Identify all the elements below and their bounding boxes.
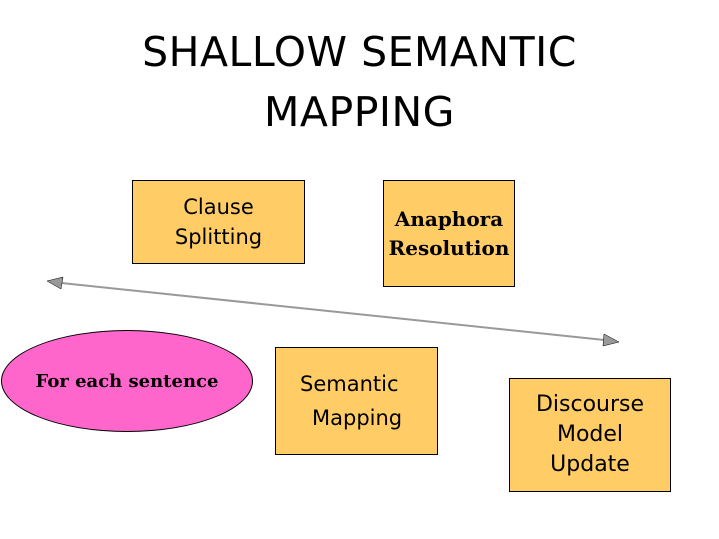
title-line-1: SHALLOW SEMANTIC bbox=[142, 28, 577, 76]
discourse-line-3: Update bbox=[550, 452, 630, 477]
arrow-head-left bbox=[46, 276, 64, 290]
clause-splitting-line-2: Splitting bbox=[174, 225, 263, 249]
title-line-2: MAPPING bbox=[264, 88, 455, 136]
clause-splitting-box: Clause Splitting bbox=[132, 180, 305, 264]
arrow-head-right bbox=[602, 333, 620, 347]
discourse-line-2: Model bbox=[556, 422, 624, 447]
anaphora-resolution-box: Anaphora Resolution bbox=[383, 180, 515, 287]
discourse-model-update-box: Discourse Model Update bbox=[509, 378, 671, 492]
anaphora-line-2: Resolution bbox=[388, 235, 510, 260]
discourse-line-1: Discourse bbox=[535, 392, 645, 417]
semantic-mapping-line-2: Mapping bbox=[312, 406, 403, 430]
semantic-mapping-line-1: Semantic bbox=[300, 372, 399, 396]
slide-title: SHALLOW SEMANTIC MAPPING bbox=[0, 22, 719, 142]
arrow-shaft bbox=[51, 281, 615, 342]
anaphora-line-1: Anaphora bbox=[394, 206, 504, 231]
ellipse-label: For each sentence bbox=[35, 370, 219, 392]
for-each-sentence-ellipse: For each sentence bbox=[1, 330, 253, 432]
clause-splitting-line-1: Clause bbox=[183, 195, 254, 219]
semantic-mapping-box: Semantic Mapping bbox=[275, 347, 438, 455]
